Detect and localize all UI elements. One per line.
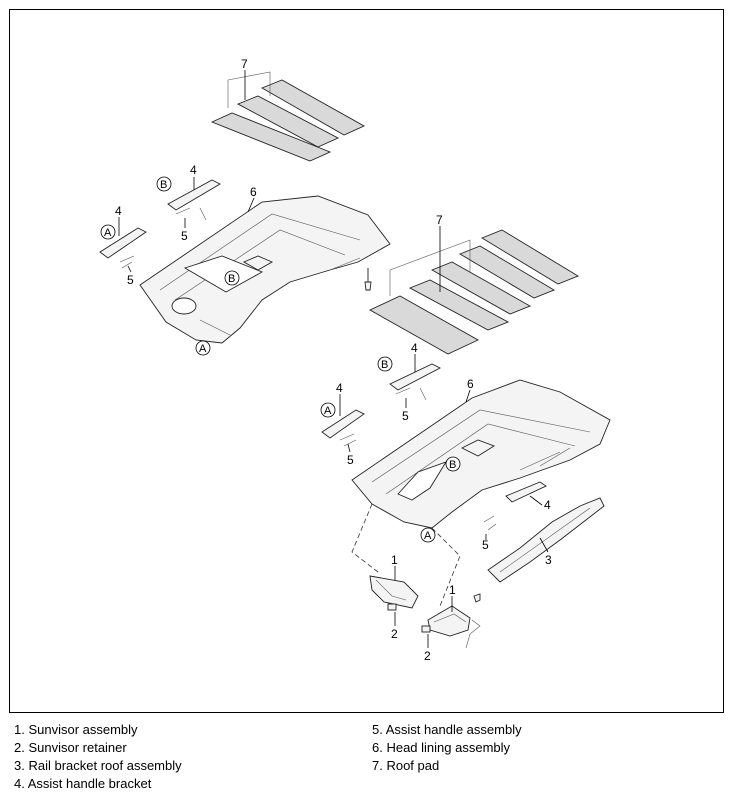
legend-item-5: 5. Assist handle assembly (372, 722, 522, 737)
dash-line-right (431, 527, 461, 607)
head-lining-bottom (351, 379, 611, 529)
sunroof-opening-top (183, 255, 264, 293)
roof-pads-bottom (369, 229, 580, 355)
callout-4-top-b: 4 (190, 163, 197, 177)
legend-item-3: 3. Rail bracket roof assembly (14, 758, 182, 773)
assist-handle-bracket-top-b (167, 179, 221, 211)
exploded-view-diagram: 7 6 4 A 5 4 B 5 B A 7 (99, 57, 611, 663)
ref-circle-b-bottom-left (377, 356, 393, 372)
assist-handle-bracket-bottom-b (389, 363, 441, 391)
ref-circle-b-top-left (156, 176, 172, 192)
callout-1-left: 1 (391, 553, 398, 567)
dash-line-left (351, 503, 379, 573)
legend-item-6: 6. Head lining assembly (372, 740, 511, 755)
roof-pad-top-1 (210, 112, 332, 162)
leader-6-bottom (465, 389, 471, 403)
roof-pad-bottom-4 (458, 245, 556, 299)
roof-pad-bottom-3 (430, 261, 532, 315)
leader-6-top (247, 197, 255, 213)
sunvisor-retainer-left (387, 603, 397, 611)
ref-label-a-top: A (199, 343, 207, 355)
parts-legend: 1. Sunvisor assembly 2. Sunvisor retaine… (12, 719, 723, 795)
ref-circle-a-bottom (420, 527, 436, 543)
diagram-frame (9, 9, 724, 713)
callout-4-top-a: 4 (115, 204, 122, 218)
ref-circle-a-bottom-left (320, 402, 336, 418)
lamp-opening-bottom (397, 461, 448, 501)
callout-5-top-a: 5 (127, 273, 134, 287)
console-bottom (460, 439, 496, 457)
ref-label-b-top-left: B (160, 179, 167, 191)
ref-label-b-bottom: B (449, 459, 456, 471)
roof-pad-bottom-2 (408, 279, 510, 331)
ref-label-a-bottom-left: A (324, 405, 332, 417)
roof-pad-top-3 (260, 79, 365, 136)
ref-label-b-bottom-left: B (381, 359, 388, 371)
roof-pad-bottom-5 (480, 229, 580, 285)
callout-4-bottom-a: 4 (336, 381, 343, 395)
ref-circle-a-top (195, 340, 211, 356)
assist-handle-bracket-top-a (99, 227, 147, 259)
legend-item-2: 2. Sunvisor retainer (14, 740, 127, 755)
callout-6-bottom: 6 (467, 377, 474, 391)
callout-5-rail: 5 (482, 538, 489, 552)
callout-7-bottom: 7 (436, 213, 443, 227)
callout-2-left: 2 (391, 627, 398, 641)
ref-circle-a-top-left (100, 224, 116, 240)
ref-label-b-top: B (228, 273, 235, 285)
roof-pad-top-2 (236, 95, 340, 148)
callout-1-right: 1 (449, 583, 456, 597)
ref-circle-b-top (224, 270, 240, 286)
head-lining-top (139, 195, 391, 344)
clip-bottom (473, 593, 481, 603)
legend-item-4: 4. Assist handle bracket (14, 776, 152, 791)
assist-handle-bracket-bottom-a (321, 409, 365, 439)
callout-7-top: 7 (241, 57, 248, 71)
ref-circle-b-bottom (445, 456, 461, 472)
callout-3: 3 (545, 553, 552, 567)
ref-label-a-bottom: A (424, 530, 432, 542)
callout-5-bottom-a: 5 (347, 453, 354, 467)
roof-pads-top (210, 71, 365, 162)
assist-handle-bracket-rail (505, 481, 547, 503)
callout-6-top: 6 (250, 185, 257, 199)
clip-top (364, 281, 372, 291)
callout-5-top-b: 5 (181, 229, 188, 243)
legend-item-7: 7. Roof pad (372, 758, 440, 773)
console-top (242, 255, 274, 271)
ref-label-a-top-left: A (104, 227, 112, 239)
callout-4-rail: 4 (544, 498, 551, 512)
roof-pad-bottom-1 (369, 295, 479, 355)
callout-4-bottom-b: 4 (411, 341, 418, 355)
legend-item-1: 1. Sunvisor assembly (14, 722, 138, 737)
lamp-opening-top (171, 297, 197, 315)
sunvisor-retainer-right (421, 625, 431, 633)
callout-5-bottom-b: 5 (402, 409, 409, 423)
callout-2-right: 2 (424, 649, 431, 663)
sunvisor-right (427, 605, 471, 637)
